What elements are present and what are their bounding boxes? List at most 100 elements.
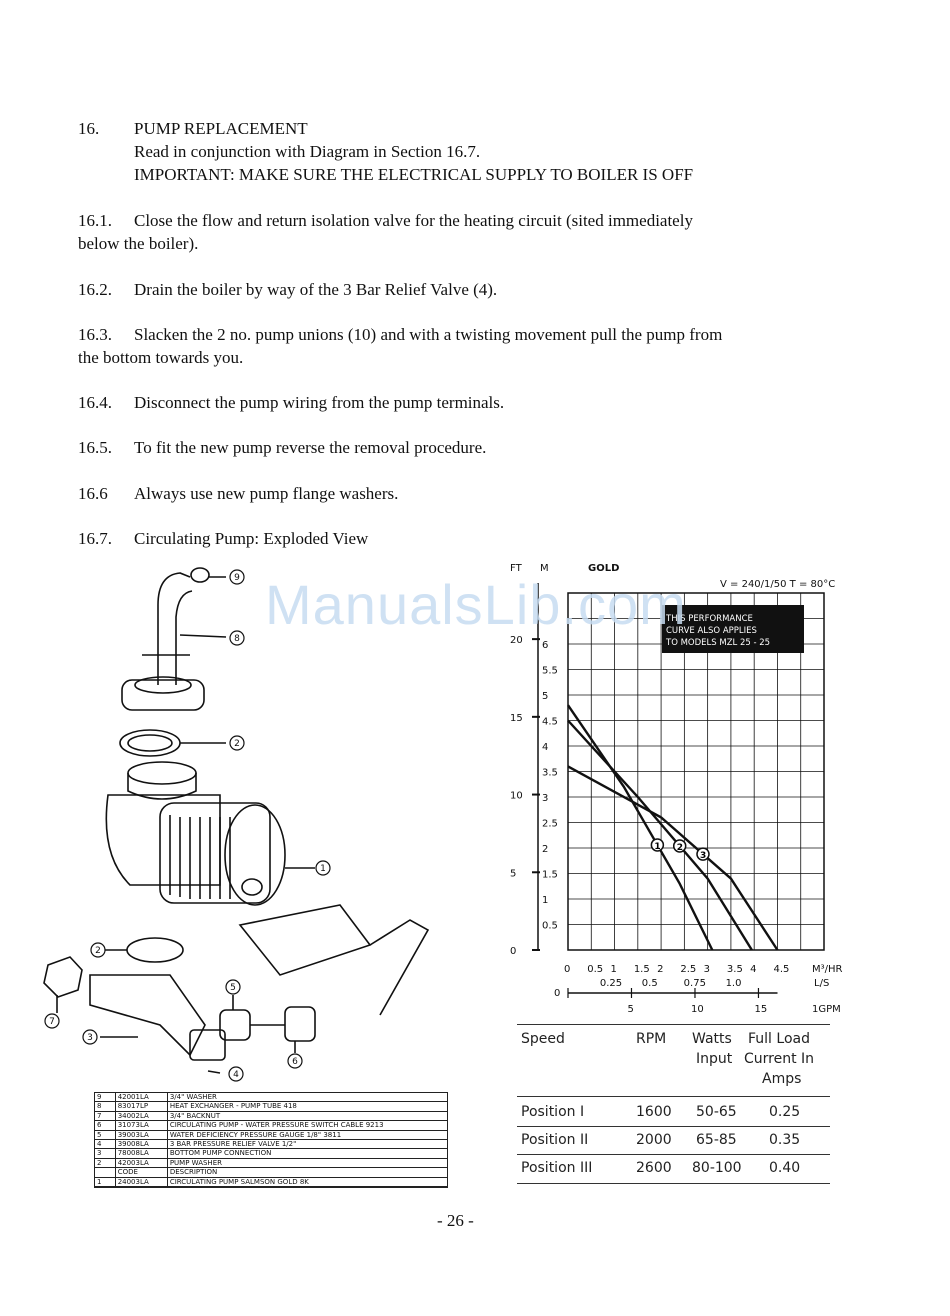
y-tick-m: 6 (542, 640, 548, 651)
x-tick-m3hr: 4 (750, 964, 756, 975)
callout-2a: 2 (234, 739, 240, 749)
important-warning: IMPORTANT: MAKE SURE THE ELECTRICAL SUPP… (134, 165, 694, 184)
curve-label: 2 (677, 843, 683, 853)
y-tick-ft: 15 (510, 713, 523, 724)
curve-label: 3 (700, 851, 706, 861)
rpm-header: RPM (636, 1031, 667, 1047)
speed-row-1-amps: 0.25 (769, 1104, 801, 1120)
x-tick-ls: 0.75 (684, 978, 706, 989)
x-tick-m3hr: 3.5 (727, 964, 743, 975)
callout-5: 5 (230, 983, 236, 993)
x-tick-m3hr: 0.5 (587, 964, 603, 975)
callout-2b: 2 (95, 946, 101, 956)
pump-curve-speed-2 (567, 719, 753, 951)
step-16-3: 16.3.Slacken the 2 no. pump unions (10) … (78, 325, 723, 344)
speed-row-2-amps: 0.35 (769, 1132, 801, 1148)
y-tick-m: 3 (542, 793, 548, 804)
chart-conditions: V = 240/1/50 T = 80°C (720, 579, 835, 590)
y-tick-ft: 5 (510, 868, 516, 879)
pressure-switch-icon (284, 1006, 316, 1042)
parts-table-cell: CODE (116, 1168, 168, 1177)
x-tick-gpm: 15 (754, 1004, 767, 1015)
parts-table-cell (95, 1168, 116, 1177)
x-tick-m3hr: 3 (704, 964, 710, 975)
x-tick-m3hr: 1.5 (634, 964, 650, 975)
parts-table-cell: BOTTOM PUMP CONNECTION (169, 1149, 272, 1158)
parts-table-cell: PUMP WASHER (169, 1158, 222, 1167)
y-tick-m: 1.5 (542, 870, 558, 881)
x-tick-m3hr: 0 (564, 964, 570, 975)
callout-3: 3 (87, 1033, 93, 1043)
speed-table-rule-3 (517, 1154, 830, 1155)
parts-table-cell: 78008LA (116, 1149, 168, 1158)
parts-table-cell: 42003LA (116, 1158, 168, 1168)
backnut-7-icon (43, 956, 83, 998)
speed-row-2-position: Position II (521, 1132, 589, 1148)
watts-header: Watts (692, 1031, 732, 1047)
speed-row-1-rpm: 1600 (636, 1104, 672, 1120)
y-tick-m: 5 (542, 691, 548, 702)
pump-curve-speed-3 (567, 765, 779, 951)
parts-table-cell: 3/4" BACKNUT (169, 1111, 221, 1120)
chart-title: GOLD (588, 563, 619, 574)
speed-row-2-watts: 65-85 (696, 1132, 737, 1148)
y-tick-m: 3.5 (542, 768, 558, 779)
washer-9-icon (190, 567, 210, 583)
input-header: Input (696, 1051, 733, 1067)
callout-7: 7 (49, 1017, 55, 1027)
speed-row-3-amps: 0.40 (769, 1160, 801, 1176)
washer-2-icon (119, 729, 181, 757)
current-in-header: Current In (744, 1051, 815, 1067)
parts-table-cell: 5 (95, 1130, 116, 1139)
y-unit-ft: FT (510, 563, 523, 574)
speed-table-rule-2 (517, 1126, 830, 1127)
y-tick-m: 5.5 (542, 666, 558, 677)
union-nut-icon (121, 679, 205, 711)
parts-table-cell: 6 (95, 1121, 116, 1130)
x-tick-m3hr: 2 (657, 964, 663, 975)
parts-table-cell: DESCRIPTION (169, 1168, 218, 1177)
parts-table-cell: 39008LA (116, 1139, 168, 1149)
callout-6: 6 (292, 1057, 298, 1067)
step-16-5: 16.5.To fit the new pump reverse the rem… (78, 438, 487, 457)
section-title: PUMP REPLACEMENT (134, 119, 308, 138)
full-load-header: Full Load (748, 1031, 810, 1047)
speed-table-rule-1 (517, 1096, 830, 1097)
callout-9: 9 (234, 573, 240, 583)
step-16-3-cont: the bottom towards you. (78, 348, 244, 367)
speed-row-1-position: Position I (521, 1104, 585, 1120)
amps-header: Amps (762, 1071, 802, 1087)
parts-table-cell: CIRCULATING PUMP - WATER PRESSURE SWITCH… (169, 1121, 384, 1130)
page-number: - 26 - (437, 1211, 474, 1230)
curve-marker (672, 839, 687, 853)
watermark: ManualsLib.com (265, 573, 687, 636)
parts-table-cell: 8 (95, 1102, 116, 1111)
parts-table-cell: 3 (95, 1149, 116, 1158)
pump-motor-icon (224, 804, 286, 906)
bottom-connection-icon (89, 974, 206, 1057)
parts-table-cell: 3/4" WASHER (169, 1093, 217, 1101)
section-intro: Read in conjunction with Diagram in Sect… (134, 142, 481, 161)
parts-table-cell: 34002LA (116, 1111, 168, 1121)
pump-tube-icon (157, 572, 193, 685)
step-16-1: 16.1.Close the flow and return isolation… (78, 211, 693, 230)
y-tick-m: 2 (542, 844, 548, 855)
pump-body-icon (105, 794, 221, 886)
curve-marker (650, 838, 665, 852)
x-tick-m3hr: 1 (611, 964, 617, 975)
x-tick-m3hr: 2.5 (680, 964, 696, 975)
y-tick-ft: 10 (510, 791, 523, 802)
y-tick-m: 2.5 (542, 819, 558, 830)
chart-note-line: TO MODELS MZL 25 - 25 (665, 638, 770, 648)
speed-row-3-position: Position III (521, 1160, 593, 1176)
